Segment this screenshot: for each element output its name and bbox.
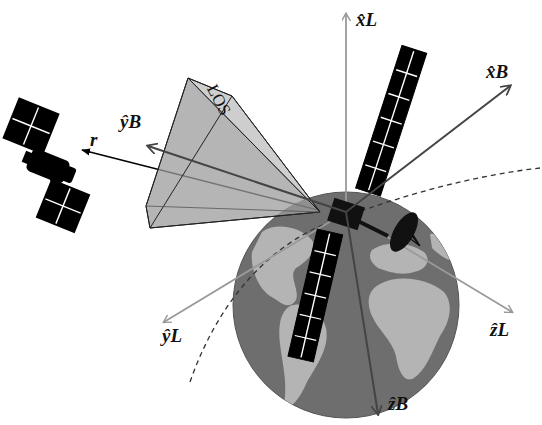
satellite-body: [19, 145, 78, 187]
africa: [369, 278, 450, 379]
solar-panel: [2, 97, 59, 154]
axis-label: ẑL: [490, 320, 509, 341]
los-face: [188, 78, 320, 212]
solar-panel: [356, 45, 427, 196]
axis-line: [346, 212, 378, 414]
earth: [233, 192, 459, 418]
antenna-feed: [396, 220, 420, 246]
axis-label: r: [90, 130, 97, 151]
axis-label: x̂L: [356, 10, 377, 31]
body-frame: [148, 86, 510, 414]
axis-line: [148, 146, 346, 212]
axis-line: [346, 212, 512, 312]
continents: [252, 226, 458, 406]
axis-label: ŷL: [162, 326, 182, 347]
axis-line: [345, 14, 347, 212]
los-edge: [150, 212, 320, 228]
axis-line: [346, 86, 510, 212]
los-edge: [232, 96, 320, 212]
axis-label: x̂B: [486, 62, 508, 83]
earth-globe: [233, 192, 459, 418]
axis-label: ẑB: [388, 394, 408, 415]
axis-label: ŷB: [120, 112, 141, 133]
target-satellite: [2, 97, 90, 233]
solar-panel: [36, 179, 91, 234]
solar-panel: [288, 229, 343, 362]
asia: [430, 234, 458, 262]
antenna-boom: [356, 220, 388, 236]
los-edge: [146, 206, 320, 212]
antenna-dish: [384, 208, 423, 256]
